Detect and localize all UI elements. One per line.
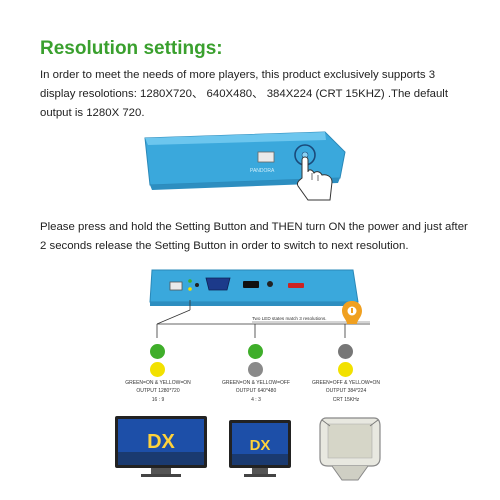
standard-monitor: DX bbox=[229, 420, 291, 477]
hdmi-port bbox=[243, 281, 259, 288]
yellow-led bbox=[188, 287, 192, 291]
intro-paragraph: In order to meet the needs of more playe… bbox=[40, 69, 448, 119]
mode2-ratio: 4 : 3 bbox=[251, 397, 261, 403]
device-brand: PANDORA bbox=[250, 168, 275, 174]
screen-logo: DX bbox=[250, 437, 271, 454]
mode1-output: OUTPUT 1280*720 bbox=[136, 388, 180, 394]
power-port bbox=[288, 283, 304, 288]
mode2-output: OUTPUT 640*480 bbox=[235, 388, 277, 394]
widescreen-monitor: DX bbox=[115, 416, 207, 477]
mode3-led1 bbox=[338, 344, 353, 359]
mode3-state: GREEN=OFF & YELLOW=ON bbox=[312, 380, 380, 386]
usb-port bbox=[257, 151, 275, 163]
setting-button bbox=[195, 283, 199, 287]
device-side-illustration: PANDORA bbox=[144, 131, 346, 201]
mode2-led2 bbox=[248, 362, 263, 377]
green-led bbox=[188, 279, 192, 283]
usb-port bbox=[169, 281, 183, 291]
device-rear-panel bbox=[149, 269, 359, 306]
vga-port bbox=[205, 277, 231, 291]
mode2-led1 bbox=[248, 344, 263, 359]
instruction-paragraph: Please press and hold the Setting Button… bbox=[40, 221, 468, 252]
connector-lines bbox=[156, 300, 370, 338]
led-note: Two LED states match 3 resolutions. bbox=[252, 316, 327, 321]
crt-tube bbox=[319, 417, 381, 481]
mode2-state: GREEN=ON & YELLOW=OFF bbox=[222, 380, 290, 386]
mode1-led1 bbox=[150, 344, 165, 359]
mode1-led2 bbox=[150, 362, 165, 377]
mode1-ratio: 16 : 9 bbox=[151, 397, 165, 403]
mode3-output: OUTPUT 384*224 bbox=[325, 388, 367, 394]
mode3-ratio: CRT 15KHz bbox=[332, 397, 360, 403]
mode3-led2 bbox=[338, 362, 353, 377]
audio-port bbox=[267, 281, 273, 287]
mode1-state: GREEN=ON & YELLOW=ON bbox=[125, 380, 191, 386]
lightbulb-icon bbox=[342, 301, 362, 324]
section-title: Resolution settings: bbox=[40, 38, 223, 59]
screen-logo: DX bbox=[147, 431, 175, 453]
pointing-hand-icon bbox=[297, 156, 333, 201]
